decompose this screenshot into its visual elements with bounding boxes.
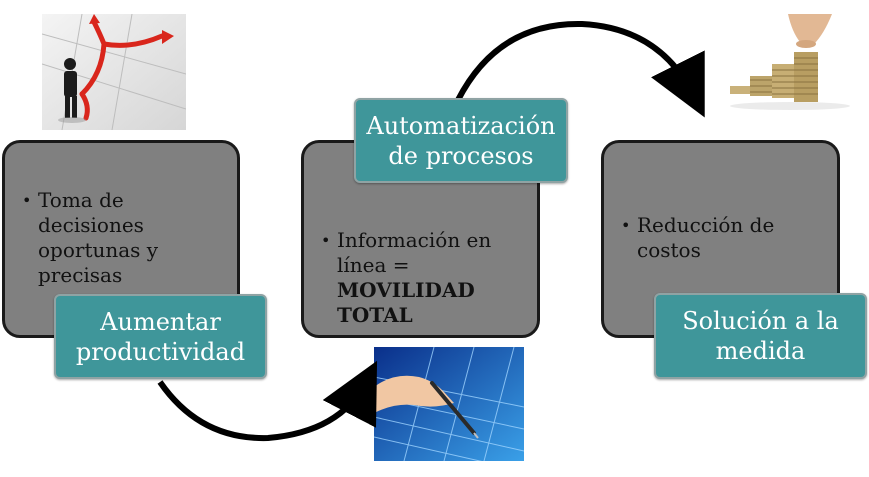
- decision-arrows-icon: [42, 14, 186, 130]
- stage-2-bullet: Información en línea = MOVILIDAD TOTAL: [321, 228, 511, 328]
- stage-3-bullet: Reducción de costos: [621, 213, 791, 263]
- stage-2-bullet-bold-line2: TOTAL: [337, 303, 413, 327]
- stage-1-label-line2: productividad: [75, 337, 246, 366]
- stage-2-label-line1: Automatización: [366, 111, 556, 140]
- hand-pen-data-icon: [374, 347, 524, 461]
- stage-2-bullet-bold-line1: MOVILIDAD: [337, 278, 475, 302]
- stage-1-label: Aumentar productividad: [54, 294, 267, 379]
- stage-2-bullet-text: Información en línea =: [337, 228, 492, 277]
- stage-2-label: Automatización de procesos: [354, 98, 568, 183]
- stage-3-label: Solución a la medida: [654, 293, 867, 379]
- stage-1-bullet: Toma de decisiones oportunas y precisas: [22, 188, 172, 288]
- stage-1-label-line1: Aumentar: [100, 307, 221, 336]
- stage-3-label-line1: Solución a la: [682, 307, 839, 335]
- stage-1-bullet-text: Toma de decisiones oportunas y precisas: [38, 188, 159, 287]
- stage-2-label-line2: de procesos: [388, 141, 534, 170]
- arrow-to-stage-3: [455, 20, 705, 118]
- stage-3-label-line2: medida: [715, 337, 806, 365]
- coin-stacks-icon: [728, 14, 852, 114]
- arrow-to-stage-2: [157, 360, 378, 442]
- stage-3-bullet-text: Reducción de costos: [637, 213, 775, 262]
